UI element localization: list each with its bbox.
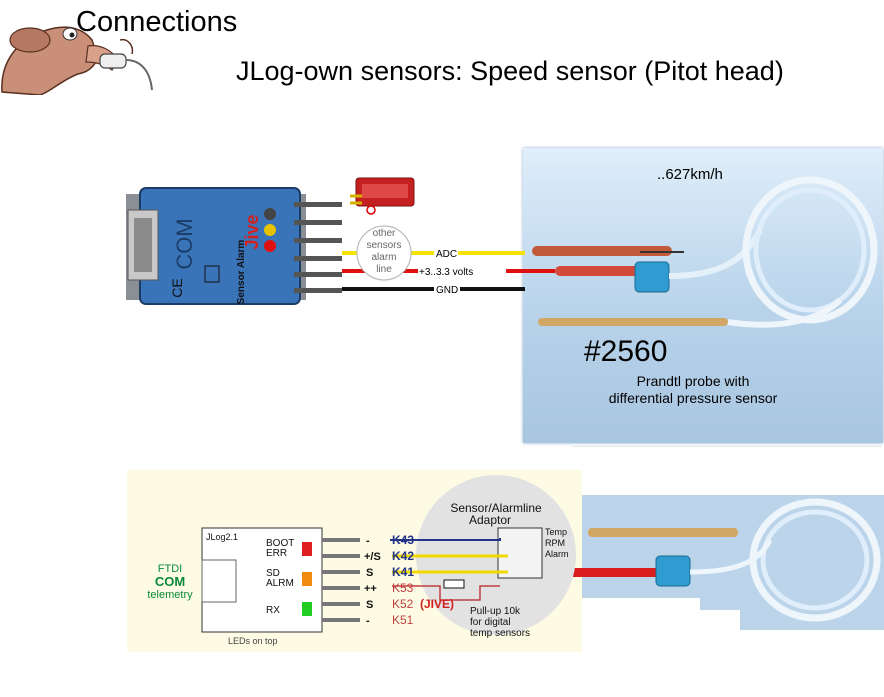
- jlog-module: COM Jive Sensor Alarm CE: [126, 187, 342, 305]
- pin-icon-plus: [264, 224, 276, 236]
- pin-name: K52: [392, 597, 414, 611]
- pitot-probe-photo: [523, 148, 883, 443]
- junction-label-line: line: [376, 264, 392, 275]
- pitot-probe-photo-bottom: [520, 495, 884, 630]
- led-label-boot: BOOT: [266, 538, 294, 549]
- pin-sign: S: [366, 567, 373, 579]
- pin-name: K53: [392, 581, 414, 595]
- probe-description-line: differential pressure sensor: [608, 390, 778, 406]
- pin-name: K43: [392, 533, 414, 547]
- pin-name: K42: [392, 549, 414, 563]
- pin-sign: S: [366, 599, 373, 611]
- ftdi-label: COM: [155, 574, 185, 589]
- pin-sign: -: [366, 535, 370, 547]
- com-label: COM: [172, 218, 197, 269]
- ce-mark: CE: [169, 278, 185, 297]
- pin-name: K41: [392, 565, 414, 579]
- ftdi-port: [201, 559, 237, 603]
- pullup-note-line: for digital: [470, 617, 511, 628]
- pin-icon-minus: [264, 208, 276, 220]
- pullup-resistor: [443, 579, 465, 589]
- pin-sign: -: [366, 615, 370, 627]
- ftdi-label: telemetry: [147, 589, 193, 601]
- led-err-indicator: [302, 542, 312, 556]
- pin-name: K51: [392, 613, 414, 627]
- pullup-note-line: temp sensors: [470, 628, 530, 639]
- probe-description-line: Prandtl probe with: [636, 373, 750, 389]
- led-label-alrm: ALRM: [266, 578, 294, 589]
- slide-title: JLog-own sensors: Speed sensor (Pitot he…: [236, 56, 784, 86]
- led-label-rx: RX: [266, 605, 280, 616]
- wire-label-adc: ADC: [436, 249, 457, 260]
- adaptor-port-label: Alarm: [545, 549, 569, 559]
- junction-circle: [356, 225, 412, 281]
- wire-label-gnd: GND: [436, 285, 458, 296]
- jive-label: Jive: [242, 214, 262, 249]
- pin-sign: +/S: [364, 551, 381, 563]
- bottom-schematic: Sensor/Alarmline Adaptor Temp RPM Alarm …: [127, 470, 884, 652]
- junction-label-line: sensors: [366, 240, 401, 251]
- sensor-alarm-label: Sensor Alarm: [236, 240, 247, 305]
- adaptor-block: [497, 527, 543, 579]
- leds-footer: LEDs on top: [228, 636, 278, 646]
- led-alrm-indicator: [302, 572, 312, 586]
- part-number: #2560: [584, 335, 668, 368]
- adaptor-title-line: Sensor/Alarmline: [450, 501, 542, 515]
- divider: [572, 446, 882, 447]
- sensor-connector: [350, 177, 415, 215]
- led-label-err: ERR: [266, 548, 287, 559]
- speed-range-label: ..627km/h: [657, 166, 723, 183]
- junction-label-line: other: [373, 228, 396, 239]
- jive-label: (JIVE): [420, 597, 454, 611]
- probe-description: Prandtl probe with differential pressure…: [528, 373, 858, 407]
- adaptor-port-label: Temp: [545, 527, 567, 537]
- wire-k43: [390, 538, 501, 541]
- section-title: Connections: [76, 6, 238, 38]
- weee-icon: [204, 265, 220, 283]
- top-wiring-diagram: COM Jive Sensor Alarm CE other sensors a…: [126, 176, 878, 328]
- pitot-probe-drawing: [532, 176, 878, 328]
- pin-sign: ++: [364, 583, 377, 595]
- pullup-note-line: Pull-up 10k: [470, 606, 521, 617]
- mascot-cartoon: [1, 26, 153, 95]
- adaptor-title-line: Adaptor: [469, 513, 511, 527]
- wire-label-power: +3..3.3 volts: [419, 267, 473, 278]
- junction-label-line: alarm: [371, 252, 396, 263]
- pin-icon-signal: [264, 240, 276, 252]
- adaptor-port-label: RPM: [545, 538, 565, 548]
- device-name: JLog2.1: [206, 532, 238, 542]
- ftdi-label: FTDI: [158, 563, 182, 575]
- led-label-sd: SD: [266, 568, 280, 579]
- led-rx-indicator: [302, 602, 312, 616]
- wire-k53: [392, 585, 500, 601]
